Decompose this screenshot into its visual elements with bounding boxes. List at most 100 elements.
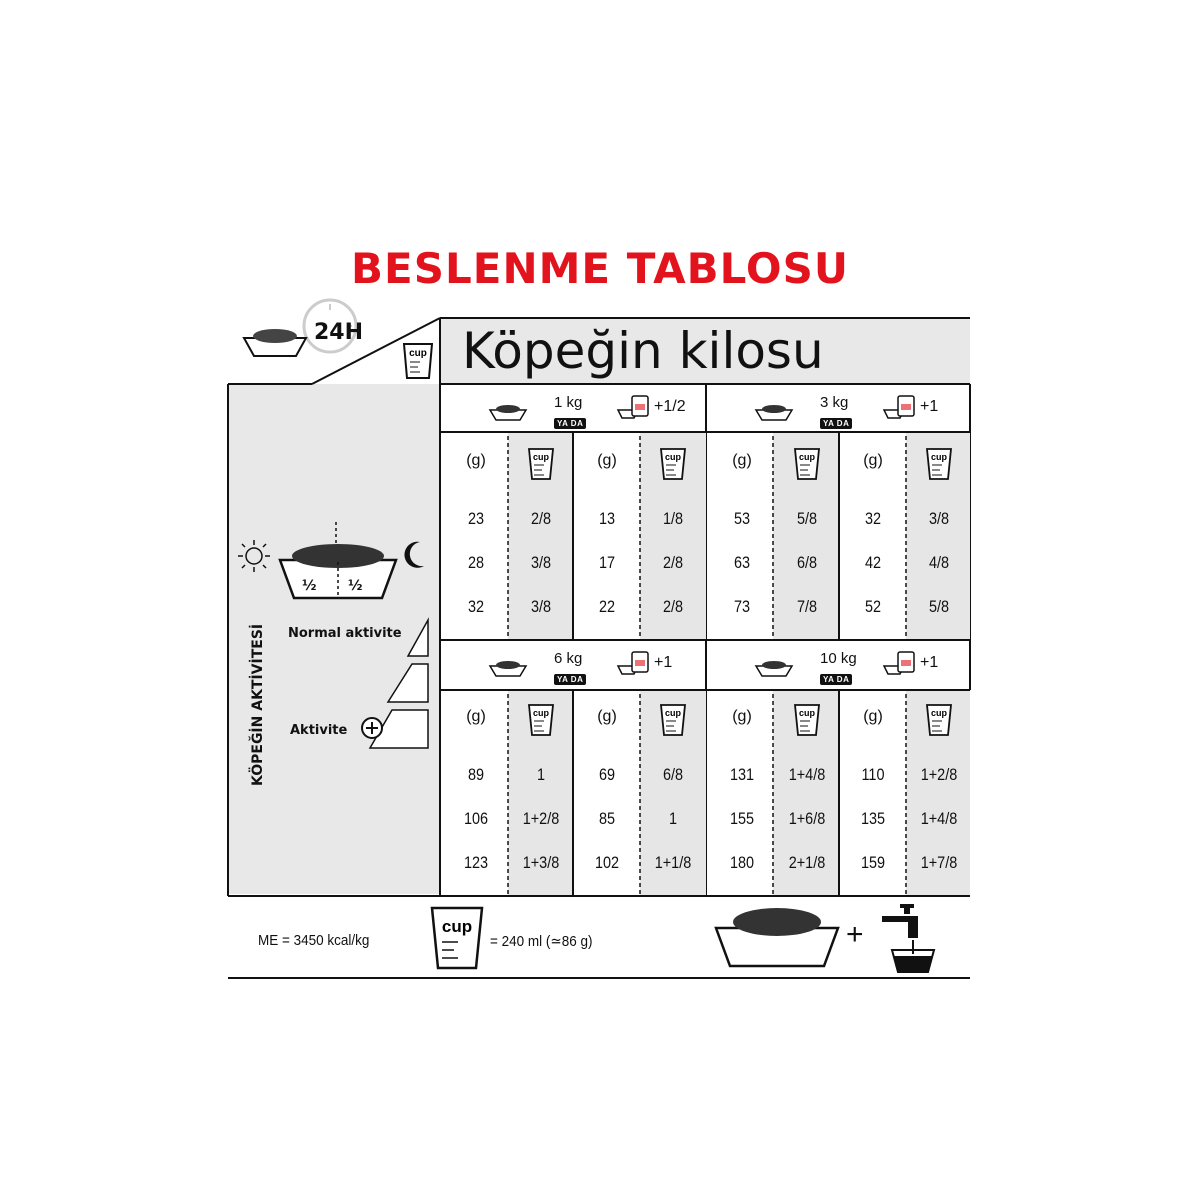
cups-cell: 1 [536, 765, 546, 784]
grams-cell: 135 [860, 809, 886, 828]
weight-label: 10 kg [820, 650, 857, 667]
plus-sign: + [846, 918, 864, 951]
grams-cell: 53 [733, 509, 751, 528]
svg-text:cup: cup [665, 452, 682, 462]
grams-cell: 89 [467, 765, 485, 784]
food-bowl-icon [754, 661, 794, 677]
cups-cell: 1 [668, 809, 678, 828]
weight-label: 1 kg [554, 394, 583, 411]
grams-cell: 63 [733, 553, 751, 572]
grams-cell: 180 [729, 853, 755, 872]
plus-activity-label: Aktivite [290, 723, 348, 738]
pouch-extra: +1 [654, 654, 673, 671]
grams-cell: 102 [594, 853, 620, 872]
gram-header: (g) [863, 452, 883, 469]
cup-equivalent: = 240 ml (≃86 g) [490, 933, 593, 950]
gram-header: (g) [863, 708, 883, 725]
svg-text:cup: cup [533, 452, 550, 462]
cup-icon: cup [528, 704, 554, 736]
yada-badge: YA DA [554, 418, 587, 429]
weight-heading: Köpeğin kilosu [462, 322, 824, 380]
cups-cell: 1+7/8 [920, 853, 958, 872]
gram-header: (g) [466, 708, 486, 725]
svg-text:cup: cup [409, 348, 427, 359]
cups-cell: 6/8 [662, 765, 684, 784]
grams-cell: 32 [864, 509, 882, 528]
cups-cell: 2/8 [662, 553, 684, 572]
cups-cell: 3/8 [928, 509, 950, 528]
food-bowl-icon [714, 908, 840, 968]
cup-icon: cup [794, 448, 820, 480]
cup-icon: cup [660, 448, 686, 480]
svg-text:cup: cup [931, 452, 948, 462]
gram-header: (g) [466, 452, 486, 469]
food-bowl-icon [488, 405, 528, 421]
wet-food-pouch-icon [616, 395, 649, 419]
cups-cell: 1/8 [662, 509, 684, 528]
cup-icon: cup [926, 704, 952, 736]
grams-cell: 123 [463, 853, 489, 872]
cup-icon: cup [794, 704, 820, 736]
cups-cell: 3/8 [530, 553, 552, 572]
gram-header: (g) [732, 452, 752, 469]
svg-text:cup: cup [665, 708, 682, 718]
grams-cell: 23 [467, 509, 485, 528]
grams-cell: 73 [733, 597, 751, 616]
cups-cell: 3/8 [530, 597, 552, 616]
water-tap-icon [882, 904, 936, 973]
food-bowl-icon [488, 661, 528, 677]
gram-header: (g) [732, 708, 752, 725]
energy-label: ME = 3450 kcal/kg [258, 932, 370, 949]
cups-cell: 1+2/8 [522, 809, 560, 828]
grams-cell: 85 [598, 809, 616, 828]
yada-badge: YA DA [820, 418, 853, 429]
half-left: ½ [302, 578, 317, 594]
cups-cell: 5/8 [796, 509, 818, 528]
grams-cell: 17 [598, 553, 616, 572]
wet-food-pouch-icon [882, 395, 915, 419]
cups-cell: 1+3/8 [522, 853, 560, 872]
activity-vertical-label: KÖPEĞİN AKTİVİTESİ [250, 623, 266, 786]
food-bowl-icon [754, 405, 794, 421]
cups-cell: 4/8 [928, 553, 950, 572]
sun-icon [238, 540, 270, 572]
grams-cell: 52 [864, 597, 882, 616]
food-bowl-icon [242, 329, 308, 357]
grams-cell: 42 [864, 553, 882, 572]
page-title: BESLENME TABLOSU [351, 244, 849, 293]
weight-label: 6 kg [554, 650, 583, 667]
cups-cell: 5/8 [928, 597, 950, 616]
weight-label: 3 kg [820, 394, 849, 411]
cup-icon: cup [528, 448, 554, 480]
cups-cell: 1+4/8 [920, 809, 958, 828]
svg-text:cup: cup [442, 917, 472, 936]
cups-cell: 1+2/8 [920, 765, 958, 784]
gram-header: (g) [597, 452, 617, 469]
cups-cell: 7/8 [796, 597, 818, 616]
grams-cell: 13 [598, 509, 616, 528]
gram-header: (g) [597, 708, 617, 725]
grams-cell: 69 [598, 765, 616, 784]
svg-text:cup: cup [533, 708, 550, 718]
pouch-extra: +1 [920, 398, 939, 415]
grams-cell: 106 [463, 809, 489, 828]
clock-icon [302, 298, 358, 354]
cup-icon: cup [660, 704, 686, 736]
svg-text:cup: cup [799, 708, 816, 718]
pouch-extra: +1/2 [654, 398, 686, 415]
cups-cell: 1+1/8 [654, 853, 692, 872]
yada-badge: YA DA [554, 674, 587, 685]
cups-cell: 2+1/8 [788, 853, 826, 872]
cup-icon: cup [430, 906, 484, 970]
normal-activity-label: Normal aktivite [288, 626, 402, 641]
divided-bowl-icon [278, 544, 398, 600]
cup-icon: cup [926, 448, 952, 480]
grams-cell: 32 [467, 597, 485, 616]
grams-cell: 110 [861, 765, 885, 784]
label-24h: 24H [314, 320, 364, 345]
svg-text:cup: cup [931, 708, 948, 718]
cups-cell: 1+6/8 [788, 809, 826, 828]
grams-cell: 159 [860, 853, 886, 872]
cups-cell: 6/8 [796, 553, 818, 572]
yada-badge: YA DA [820, 674, 853, 685]
